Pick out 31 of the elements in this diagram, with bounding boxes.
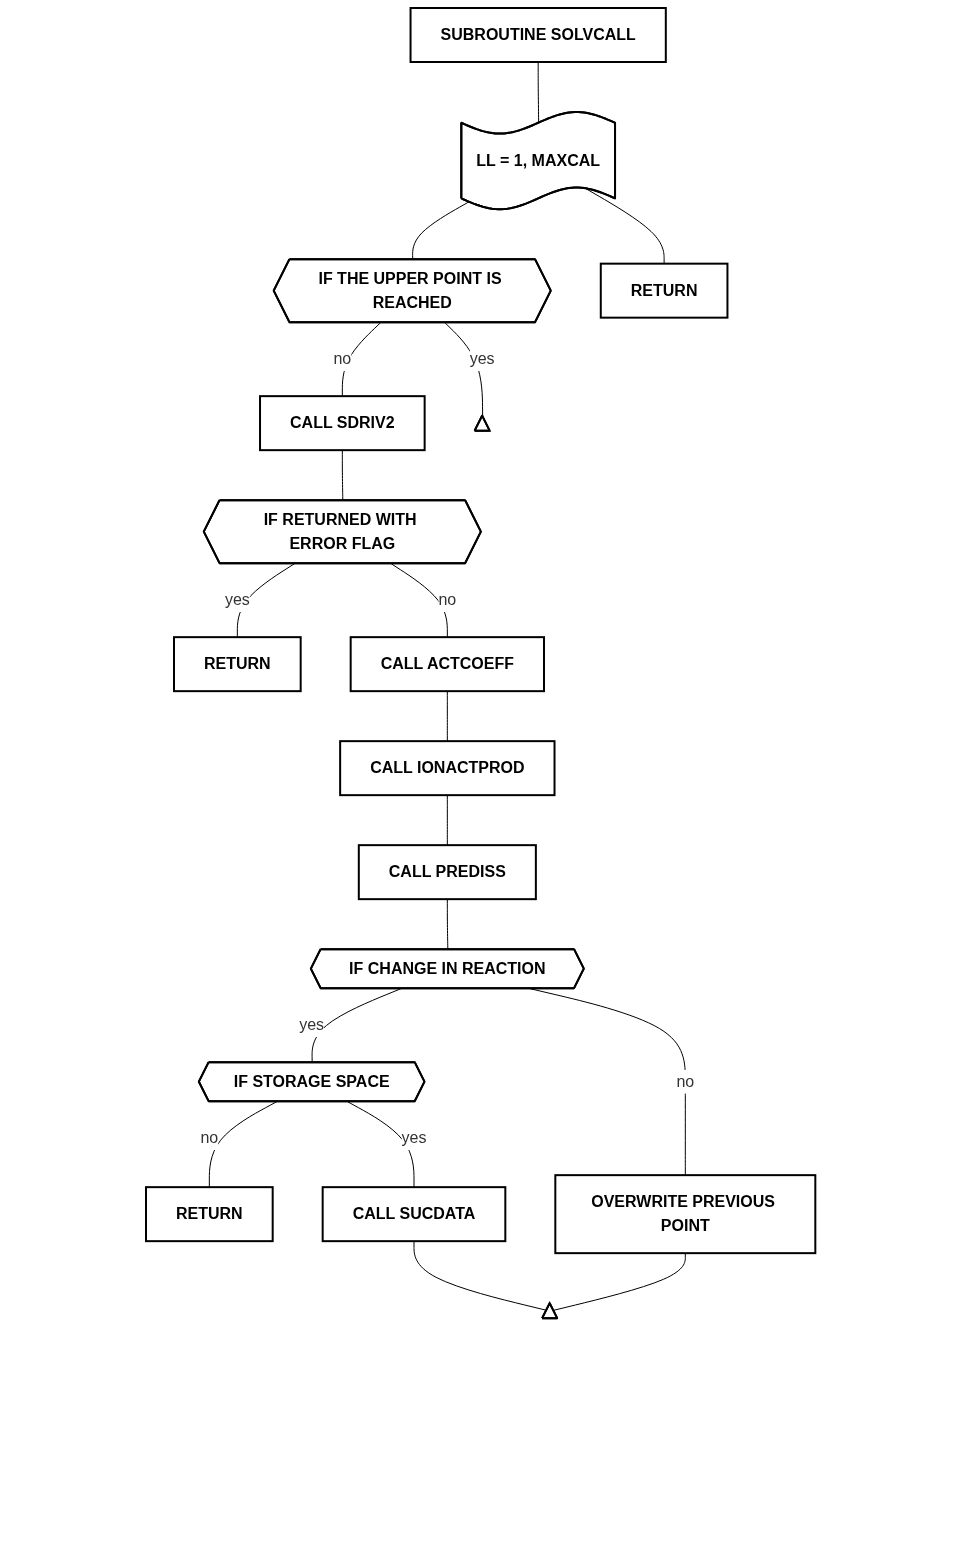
- connector: [446, 690, 448, 742]
- connector: [208, 1101, 278, 1188]
- node-box: CALL SDRIV2: [258, 395, 426, 452]
- node-box: CALL ACTCOEFF: [349, 636, 545, 693]
- edge-label: yes: [224, 591, 250, 609]
- node-box: SUBROUTINE SOLVCALL: [409, 7, 667, 63]
- connector: [413, 1240, 548, 1311]
- edge-label: no: [333, 350, 352, 368]
- node-box: CALL SUCDATA: [321, 1186, 507, 1243]
- connector: [311, 988, 402, 1064]
- connector: [341, 449, 344, 502]
- edge-label: no: [438, 591, 457, 609]
- edge-label: yes: [401, 1129, 427, 1147]
- node-box: RETURN: [172, 636, 302, 693]
- node-box: CALL IONACTPROD: [338, 740, 556, 797]
- connector: [552, 1252, 686, 1311]
- node-box: RETURN: [599, 262, 729, 319]
- connector: [537, 61, 539, 124]
- connector: [346, 1101, 415, 1188]
- node-box: RETURN: [144, 1186, 274, 1243]
- edge-label: yes: [299, 1016, 324, 1034]
- connector: [411, 201, 470, 261]
- edge-label: yes: [469, 350, 495, 368]
- connector: [390, 563, 448, 638]
- connector: [446, 898, 449, 951]
- node-box: OVERWRITE PREVIOUS POINT: [554, 1174, 817, 1255]
- connector: [446, 794, 448, 846]
- node-box: CALL PREDISS: [357, 844, 537, 901]
- edge-label: no: [200, 1129, 219, 1147]
- connector: [341, 322, 381, 397]
- edge-label: no: [676, 1072, 695, 1090]
